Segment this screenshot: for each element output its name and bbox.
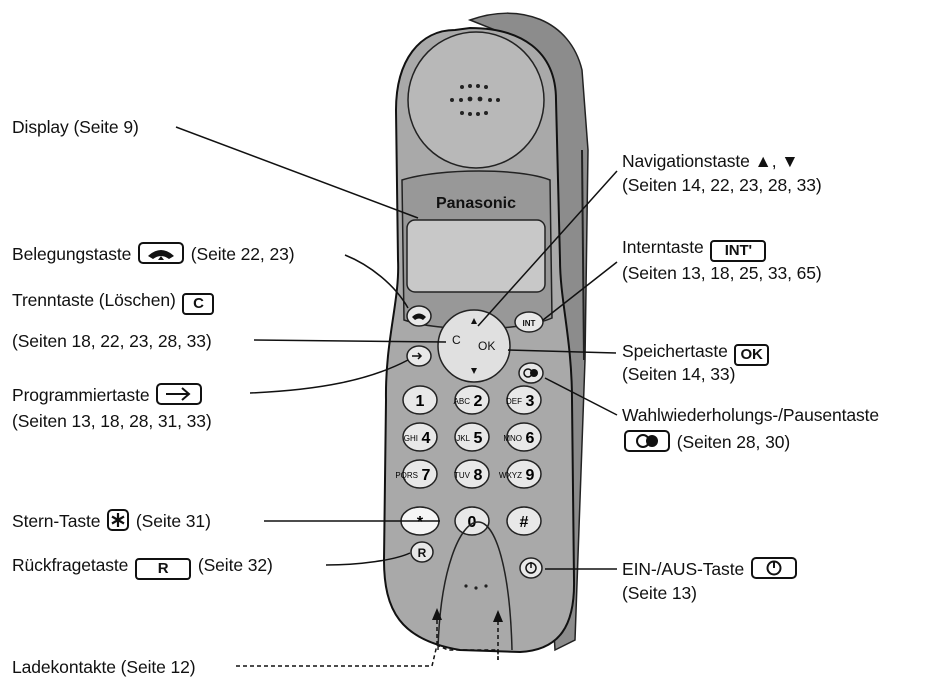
charging-contact-lines [236,620,499,667]
keypad-key-letters: TUV [454,471,471,480]
label-ein-aus-taste: EIN-/AUS-Taste [622,557,799,584]
charging-arrow-right-icon [493,610,503,622]
stern-pages: (Seite 31) [135,511,211,531]
keypad-key-digit: 3 [526,393,535,410]
wahl-pages: (Seiten 28, 30) [676,432,791,452]
leader-lines [175,126,618,570]
keypad-key-digit: 7 [422,467,431,484]
belegung-name: Belegungstaste [12,244,132,264]
r-key [410,541,434,563]
keypad-key-digit: 9 [526,467,535,484]
keypad-key-6[interactable]: PQRS 7 [395,459,438,489]
keypad-key-letters: JKL [456,434,470,443]
stern-name: Stern-Taste [12,511,101,531]
label-belegungstaste: Belegungstaste (Seite 22, 23) [12,242,295,269]
nav-key-c: C [452,333,461,347]
power-key-icon [750,557,797,584]
nav-down-arrow-icon [471,368,477,374]
keypad-key-digit: 8 [474,467,483,484]
label-navigationstaste: Navigationstaste ▲, ▼ [622,151,799,171]
intercom-key-label: INT [523,319,536,328]
nav-key-ok: OK [478,339,495,353]
keypad-key-letters: WXYZ [499,471,522,480]
keypad-key-digit: 4 [422,430,431,447]
label-stern-taste: Stern-Taste (Seite 31) [12,509,211,536]
intern-key-icon: INT' [710,240,767,262]
keypad-key-digit: # [520,514,529,531]
keypad-key-digit: 5 [474,430,483,447]
keypad-key-letters: ABC [454,397,471,406]
keypad-key-digit: 6 [526,430,535,447]
speicher-name: Speichertaste [622,341,728,361]
keypad-key-letters: DEF [506,397,522,406]
label-wahl-line2: (Seiten 28, 30) [622,430,790,457]
keypad-key-digit: * [417,514,424,531]
label-rueckfragetaste: Rückfragetaste R (Seite 32) [12,554,273,580]
keypad-key-letters: GHI [404,434,418,443]
label-display: Display (Seite 9) [12,117,139,137]
intern-name: Interntaste [622,237,704,257]
label-ein-pages: (Seite 13) [622,583,697,603]
label-nav-pages: (Seiten 14, 22, 23, 28, 33) [622,175,822,195]
earpiece [407,31,545,169]
nav-ring [437,309,511,383]
talk-key-icon [138,242,185,269]
rueck-name: Rückfragetaste [12,555,129,575]
trenn-key-icon: C [182,293,215,315]
redial-key-icon [624,430,670,457]
belegung-pages: (Seite 22, 23) [190,244,295,264]
keypad-key-3[interactable]: GHI 4 [402,422,438,452]
keypad-key-digit: 2 [474,393,483,410]
label-prog-pages: (Seiten 13, 18, 28, 31, 33) [12,411,212,431]
label-interntaste: Interntaste INT' [622,236,768,262]
keypad-key-10[interactable]: 0 [454,506,490,536]
keypad-key-digit: 1 [416,393,425,410]
r-key-label: R [418,546,427,560]
keypad-key-8[interactable]: WXYZ 9 [499,459,542,489]
label-wahlwiederholungstaste: Wahlwiederholungs-/Pausentaste [622,405,880,425]
keypad-key-letters: PQRS [395,471,418,480]
keypad-key-digit: 0 [468,514,477,531]
trenn-name: Trenntaste (Löschen) [12,290,176,310]
keypad-key-11[interactable]: # [506,506,542,536]
charging-arrow-left-icon [432,608,442,620]
keypad-key-letters: MNO [503,434,522,443]
ein-name: EIN-/AUS-Taste [622,559,745,579]
keypad-key-5[interactable]: MNO 6 [503,422,542,452]
label-programmiertaste: Programmiertaste [12,383,204,410]
intercom-key [514,311,544,333]
display-screen [406,219,546,293]
keypad-key-4[interactable]: JKL 5 [454,422,490,452]
star-key-icon [107,509,130,536]
earpiece-holes [450,84,500,116]
label-speicher-pages: (Seiten 14, 33) [622,364,736,384]
r-key-icon: R [135,558,192,580]
label-trenntaste: Trenntaste (Löschen) C [12,289,216,315]
label-speichertaste: Speichertaste OK [622,340,771,366]
keypad-key-2[interactable]: DEF 3 [506,385,542,415]
nav-up-arrow-icon [471,318,477,324]
label-ladekontakte: Ladekontakte (Seite 12) [12,657,196,677]
prog-name: Programmiertaste [12,385,150,405]
ok-key-icon: OK [734,344,769,366]
mouthpiece [437,521,513,651]
antenna-line [581,149,585,361]
keypad-key-0[interactable]: 1 [402,385,438,415]
label-trenn-pages: (Seiten 18, 22, 23, 28, 33) [12,331,212,351]
program-key-icon [156,383,203,410]
brand-logo: Panasonic [436,195,516,212]
label-intern-pages: (Seiten 13, 18, 25, 33, 65) [622,263,822,283]
rueck-pages: (Seite 32) [197,555,273,575]
